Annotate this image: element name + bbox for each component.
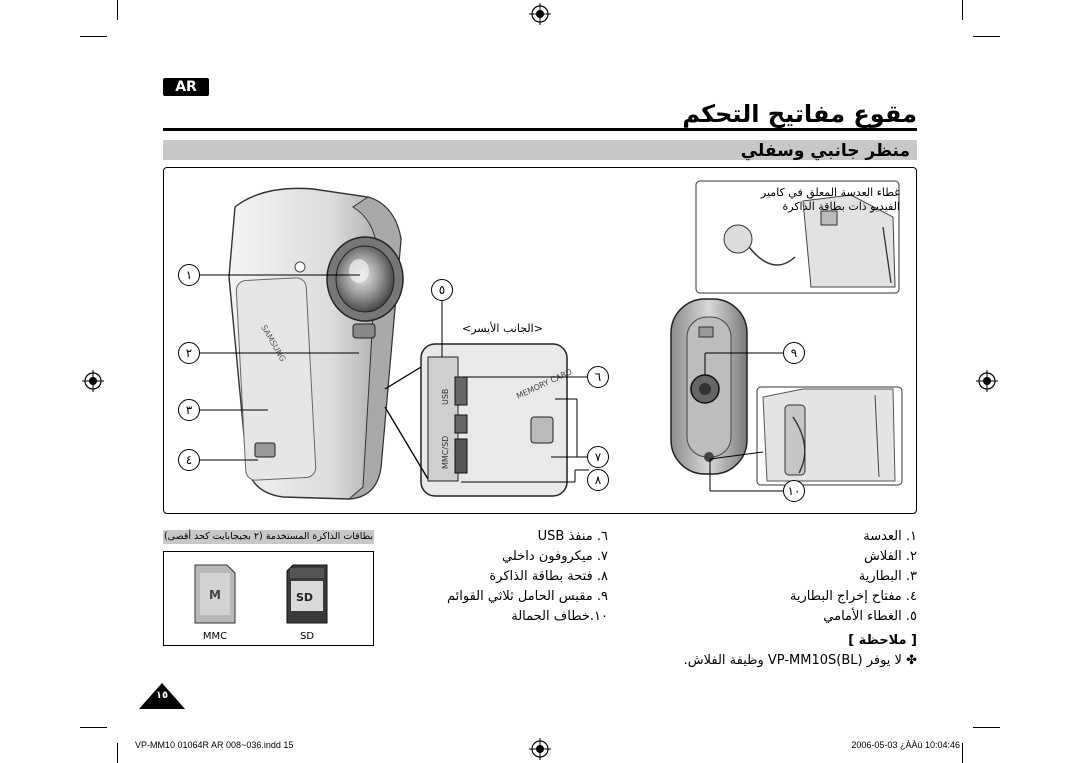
- callout-7: ٧: [587, 446, 609, 468]
- page-number: ١٥: [155, 690, 169, 701]
- sd-card-icon: SD: [286, 564, 328, 624]
- svg-text:USB: USB: [441, 389, 450, 405]
- registration-mark-icon: [82, 370, 104, 392]
- memory-cards-header: بطاقات الذاكرة المستخدمة (٢ بجيجابايت كح…: [163, 530, 374, 544]
- svg-text:M: M: [209, 588, 221, 602]
- registration-mark-icon: [529, 738, 551, 760]
- legend-item-2: ٢. الفلاش: [863, 549, 917, 564]
- page-title: مقوع مفاتيح التحكم: [682, 100, 917, 128]
- crop-mark: [117, 0, 118, 20]
- crop-mark: [80, 36, 107, 37]
- crop-mark: [962, 743, 963, 763]
- legend-item-7: ٧. ميكروفون داخلي: [502, 549, 608, 564]
- legend-item-4: ٤. مفتاح إخراج البطارية: [789, 589, 917, 604]
- page-number-badge: [139, 683, 185, 709]
- legend-item-10: ١٠.خطاف الحمالة: [511, 609, 608, 624]
- registration-mark-icon: [976, 370, 998, 392]
- svg-text:SD: SD: [296, 591, 313, 604]
- language-badge: AR: [163, 78, 209, 96]
- svg-text:MMC/SD: MMC/SD: [441, 436, 450, 469]
- title-rule: [163, 128, 917, 131]
- callout-10: ١٠: [783, 480, 805, 502]
- legend-item-8: ٨. فتحة بطاقة الذاكرة: [489, 569, 608, 584]
- slug-filename: VP-MM10 01064R AR 008~036.indd 15: [135, 740, 294, 750]
- memory-cards-box: [163, 551, 374, 646]
- crop-mark: [973, 727, 1000, 728]
- registration-mark-icon: [529, 3, 551, 25]
- crop-mark: [117, 743, 118, 763]
- callout-2: ٢: [178, 342, 200, 364]
- sd-label: SD: [299, 631, 315, 642]
- callout-6: ٦: [587, 366, 609, 388]
- callout-4: ٤: [178, 449, 200, 471]
- side-view-label: <الجانب الأيسر>: [462, 322, 543, 335]
- section-title: منظر جانبي وسفلي: [740, 141, 910, 161]
- legend-item-1: ١. العدسة: [863, 529, 917, 544]
- legend-item-5: ٥. الغطاء الأمامي: [823, 609, 917, 624]
- crop-mark: [962, 0, 963, 20]
- crop-mark: [973, 36, 1000, 37]
- callout-9: ٩: [783, 342, 805, 364]
- callout-3: ٣: [178, 399, 200, 421]
- legend-item-9: ٩. مقبس الحامل ثلاثي القوائم: [447, 589, 608, 604]
- camcorder-illustration: SAMSUNG USB MMC/SD MEMORY CARD: [200, 180, 903, 500]
- callout-5: ٥: [431, 279, 453, 301]
- note-heading: [ ملاحظة ]: [848, 633, 917, 648]
- note-text: ✤ لا يوفر VP-MM10S(BL) وظيفة الفلاش.: [683, 653, 917, 668]
- crop-mark: [80, 727, 107, 728]
- legend-item-3: ٣. البطارية: [858, 569, 917, 584]
- inset-label-line2: الفيديو ذات بطاقة الذاكرة: [782, 200, 900, 213]
- slug-timestamp: 2006-05-03 ¿ÀÀü 10:04:46: [851, 740, 960, 750]
- callout-8: ٨: [587, 469, 609, 491]
- figure-frame: [163, 167, 917, 514]
- mmc-card-icon: M: [194, 564, 236, 624]
- mmc-label: MMC: [202, 631, 228, 642]
- inset-label-line1: غطاء العدسة المعلق في كامير: [760, 186, 900, 199]
- legend-item-6: ٦. منفذ USB: [537, 529, 608, 544]
- callout-1: ١: [178, 264, 200, 286]
- section-bar: [163, 140, 917, 160]
